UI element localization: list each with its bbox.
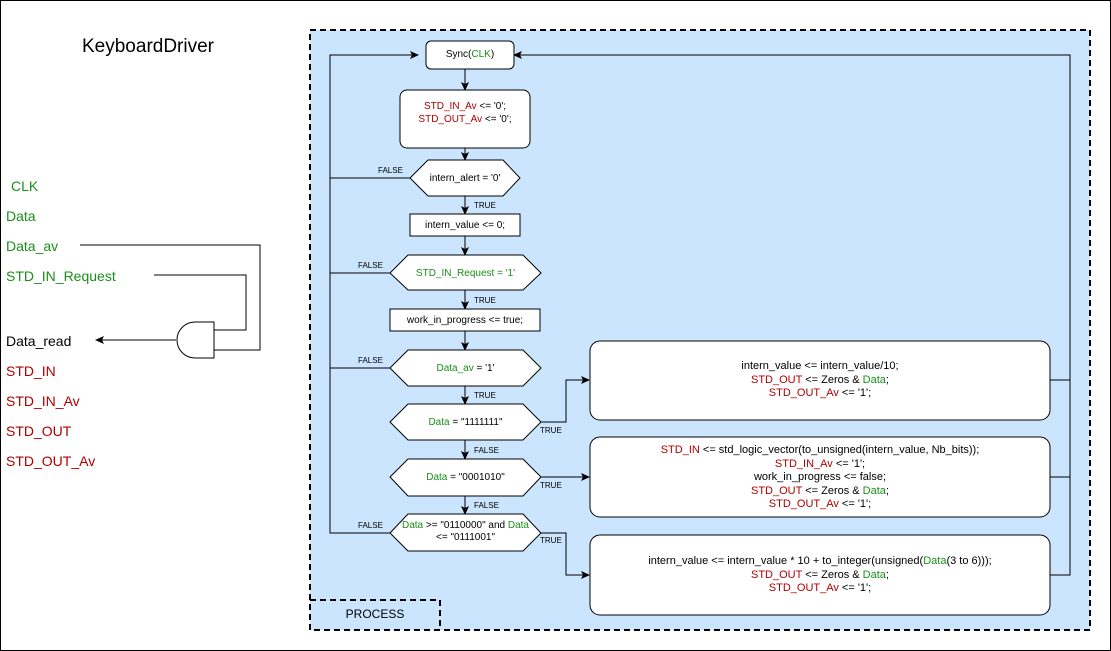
decision-data-range-text: Data >= "0110000" and Data <= "0111001": [401, 520, 529, 543]
edge-label-true-4: TRUE: [540, 426, 562, 435]
node-wip-true-text: work_in_progress <= true;: [406, 315, 524, 326]
decision-data-0001010: [389, 458, 542, 497]
box-divide: [589, 340, 1051, 421]
process-label: PROCESS: [345, 607, 405, 621]
signal-std-in: STD_IN: [6, 363, 56, 379]
node-sync-text: Sync(CLK): [445, 49, 495, 60]
box-output-value-text: STD_IN <= std_logic_vector(to_unsigned(i…: [660, 444, 980, 510]
decision-intern-alert-text: intern_alert = '0': [429, 173, 501, 184]
wire-data-av: [80, 244, 261, 351]
box-accumulate-text: intern_value <= intern_value * 10 + to_i…: [648, 555, 992, 594]
decision-data-range: [389, 513, 542, 552]
edge-label-true-5: TRUE: [540, 481, 562, 490]
node-init: [399, 89, 531, 149]
box-divide-text: intern_value <= intern_value/10; STD_OUT…: [741, 360, 899, 399]
edge-label-false-4: FALSE: [358, 521, 383, 530]
edge-label-true-1: TRUE: [474, 201, 496, 210]
node-intern-zero-text: intern_value <= 0;: [424, 220, 506, 231]
edge-label-true-3: TRUE: [474, 391, 496, 400]
signal-clk: CLK: [11, 178, 39, 194]
signal-data: Data: [6, 208, 36, 224]
signal-data-read: Data_read: [6, 333, 72, 349]
decision-data-1111111-text: Data = "1111111": [428, 417, 503, 428]
node-init-text: STD_IN_Av <= '0'; STD_OUT_Av <= '0';: [418, 101, 512, 125]
decision-data-av-text: Data_av = '1': [436, 363, 495, 374]
decision-intern-alert: [409, 159, 521, 197]
wire-std-in-request: [154, 274, 247, 331]
edge-label-false-2: FALSE: [358, 261, 383, 270]
signal-std-out: STD_OUT: [6, 423, 72, 439]
decision-data-av: [389, 349, 542, 387]
edge-label-false-6: FALSE: [474, 501, 499, 510]
box-output-value: [589, 436, 1051, 518]
edge-label-true-2: TRUE: [474, 296, 496, 305]
diagram-title: KeyboardDriver: [82, 36, 214, 57]
signal-std-in-av: STD_IN_Av: [6, 393, 80, 409]
decision-std-in-request: [389, 254, 542, 291]
edge-label-false-1: FALSE: [378, 166, 403, 175]
signal-std-in-request: STD_IN_Request: [6, 268, 116, 284]
and-gate: [176, 321, 215, 359]
edge-label-false-3: FALSE: [358, 356, 383, 365]
node-wip-true: [389, 308, 541, 332]
edge-label-true-6: TRUE: [540, 536, 562, 545]
node-sync: [425, 40, 515, 70]
decision-data-0001010-text: Data = "0001010": [426, 472, 505, 483]
decision-data-1111111: [389, 403, 542, 441]
decision-std-in-request-text: STD_IN_Request = '1': [415, 268, 516, 279]
edge-label-false-5: FALSE: [474, 446, 499, 455]
signal-data-av: Data_av: [6, 238, 59, 254]
node-intern-zero: [409, 213, 521, 237]
signal-std-out-av: STD_OUT_Av: [6, 453, 96, 469]
process-label-box: [309, 599, 441, 631]
box-accumulate: [589, 534, 1051, 616]
